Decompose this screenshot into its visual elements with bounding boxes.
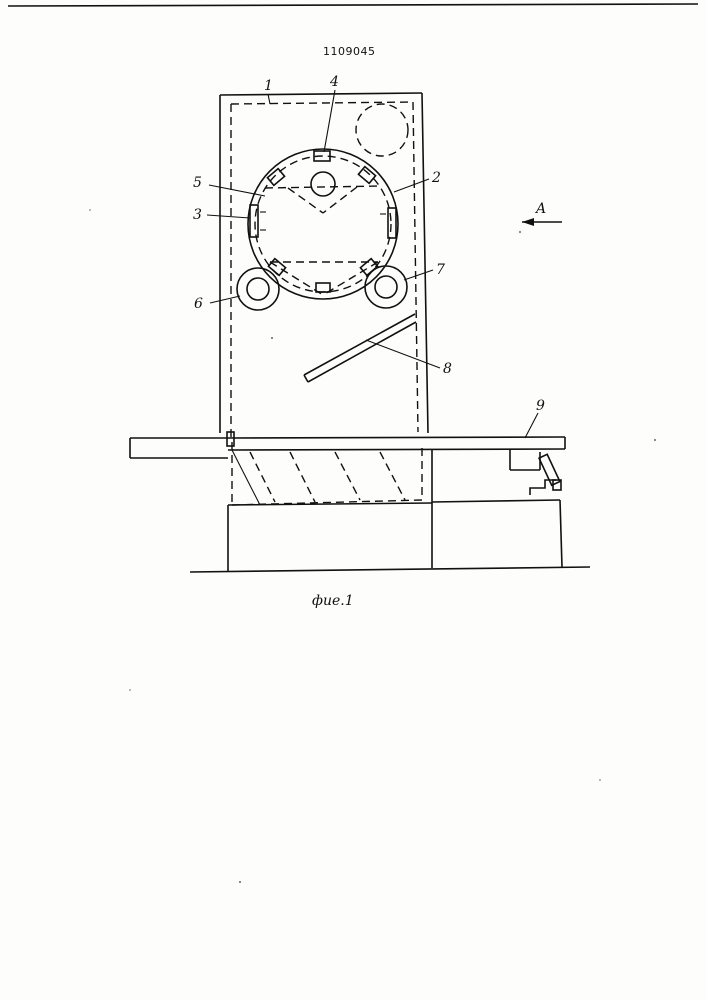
callout-9: 9: [536, 398, 545, 414]
leader-lines: [207, 90, 538, 438]
machine-base: [190, 450, 590, 572]
roller-7: [365, 266, 407, 308]
top-border-line: [8, 4, 698, 6]
callout-7: 7: [436, 262, 445, 278]
callout-6: 6: [194, 296, 203, 312]
table-mechanism: [510, 450, 561, 495]
drum-assembly: [248, 149, 398, 299]
figure-caption: фие.1: [312, 593, 354, 609]
chute: [304, 314, 416, 382]
callout-8: 8: [443, 361, 452, 377]
scan-specks: [89, 209, 656, 883]
callout-2: 2: [431, 170, 441, 186]
machine-housing: [220, 93, 428, 438]
patent-number: 1109045: [323, 45, 376, 58]
callout-3: 3: [193, 207, 202, 223]
callout-4: 4: [329, 74, 339, 90]
view-marker-label: A: [534, 201, 546, 217]
upper-roller: [356, 104, 408, 156]
roller-6: [237, 268, 279, 310]
callout-1: 1: [264, 78, 273, 94]
callout-5: 5: [193, 175, 202, 191]
conveyor-table: [130, 432, 565, 505]
view-arrow-a: [522, 218, 562, 226]
